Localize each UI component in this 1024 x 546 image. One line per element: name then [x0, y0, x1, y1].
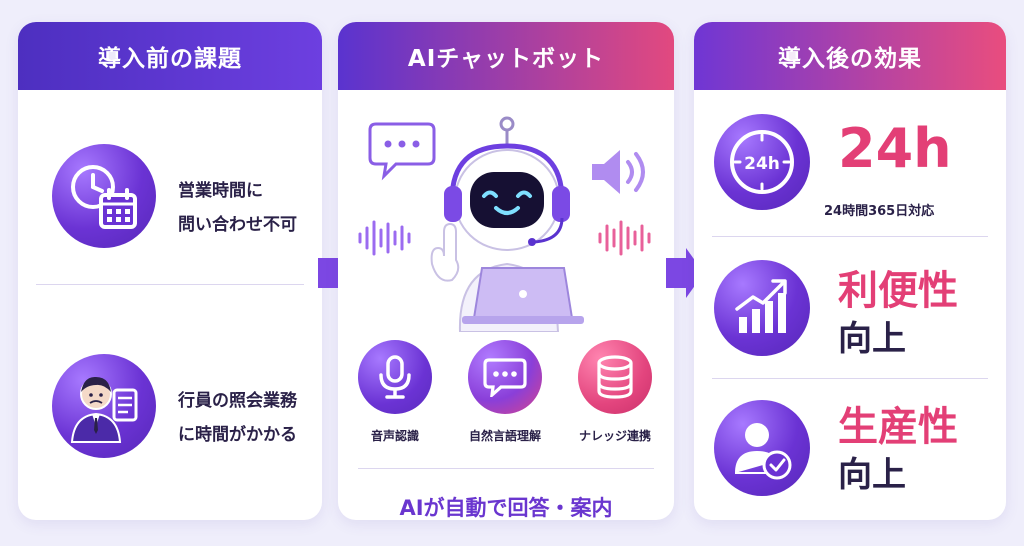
issue-2-line2: に時間がかかる — [178, 425, 297, 445]
effect-1-headline: 24h — [838, 117, 952, 180]
divider — [36, 284, 304, 285]
worried-banker-icon — [52, 354, 156, 458]
feature-label-nlu: 自然言語理解 — [468, 429, 541, 443]
feature-label-knowledge: ナレッジ連携 — [578, 429, 651, 443]
effect-2-sub: 向上 — [838, 319, 906, 359]
chatbot-title: AIチャットボット — [338, 22, 674, 90]
before-issues-panel: 導入前の課題 営業時間に 問い合わせ不可 — [18, 22, 322, 520]
after-effects-panel: 導入後の効果 24h 24h 24時間365日対応 利便性 向上 — [694, 22, 1006, 520]
clock-24h-text: 24h — [744, 154, 780, 174]
speech-bubble-icon — [368, 122, 436, 181]
effect-1-sub: 24時間365日対応 — [824, 204, 935, 219]
before-issues-title: 導入前の課題 — [18, 22, 322, 90]
database-icon — [578, 340, 652, 414]
divider — [712, 236, 988, 237]
clock-calendar-icon — [52, 144, 156, 248]
microphone-icon — [358, 340, 432, 414]
divider — [358, 468, 654, 469]
growth-chart-icon — [714, 260, 810, 356]
feature-label-voice: 音声認識 — [370, 429, 419, 443]
after-effects-title: 導入後の効果 — [694, 22, 1006, 90]
issue-1-line2: 問い合わせ不可 — [178, 215, 297, 235]
clock-24h-icon: 24h — [714, 114, 810, 210]
effect-2-headline: 利便性 — [838, 268, 958, 314]
divider — [712, 378, 988, 379]
issue-2-text: 行員の照会業務 に時間がかかる — [178, 384, 297, 452]
sound-wave-left-icon — [358, 220, 411, 256]
chat-bubble-icon — [468, 340, 542, 414]
effect-3-headline: 生産性 — [838, 404, 958, 450]
chatbot-footer-text: AIが自動で回答・案内 — [399, 496, 613, 520]
issue-1-line1: 営業時間に — [178, 181, 263, 201]
chatbot-panel: AIチャットボット — [338, 22, 674, 520]
sound-wave-right-icon — [598, 220, 651, 256]
issue-2-line1: 行員の照会業務 — [178, 391, 297, 411]
speaker-icon — [592, 150, 645, 194]
effect-3-sub: 向上 — [838, 455, 906, 495]
user-check-icon — [714, 400, 810, 496]
issue-1-text: 営業時間に 問い合わせ不可 — [178, 174, 297, 242]
robot-headset-icon — [430, 116, 584, 332]
